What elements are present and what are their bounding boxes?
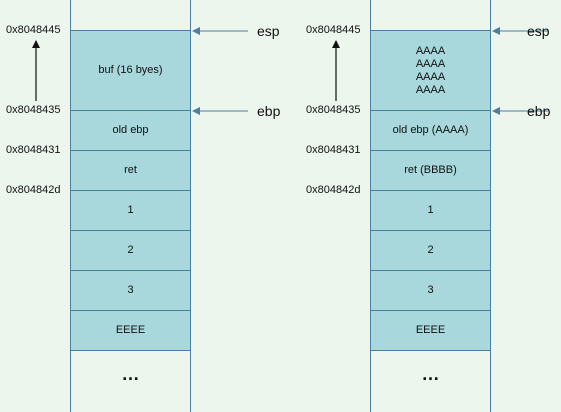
right-cell-ret: ret (BBBB) bbox=[371, 151, 490, 191]
right-cell-old-ebp: old ebp (AAAA) bbox=[371, 111, 490, 151]
right-address-esp: 0x8048445 bbox=[306, 24, 361, 36]
right-buf-line-1: AAAA bbox=[415, 44, 446, 57]
left-cell-ret: ret bbox=[71, 151, 190, 191]
left-address-ret: 0x8048431 bbox=[6, 144, 61, 156]
left-cell-arg-3: 3 bbox=[71, 271, 190, 311]
right-cell-buf: AAAA AAAA AAAA AAAA bbox=[371, 30, 490, 111]
right-address-ret: 0x8048431 bbox=[306, 144, 361, 156]
right-esp-label: esp bbox=[527, 23, 550, 39]
left-ebp-label: ebp bbox=[257, 103, 281, 119]
right-buf-line-3: AAAA bbox=[415, 70, 446, 83]
left-address-esp: 0x8048445 bbox=[6, 24, 61, 36]
right-ellipsis: … bbox=[421, 364, 441, 384]
left-address-ebp: 0x8048435 bbox=[6, 104, 61, 116]
left-cell-buf: buf (16 byes) bbox=[71, 30, 190, 111]
left-cell-old-ebp: old ebp bbox=[71, 111, 190, 151]
left-ellipsis: … bbox=[121, 364, 141, 384]
right-cell-arg-1: 1 bbox=[371, 191, 490, 231]
right-cell-arg-2: 2 bbox=[371, 231, 490, 271]
right-cell-arg-3: 3 bbox=[371, 271, 490, 311]
right-buf-line-2: AAAA bbox=[415, 57, 446, 70]
left-address-arg: 0x804842d bbox=[6, 184, 61, 196]
left-cell-arg-2: 2 bbox=[71, 231, 190, 271]
right-address-arg: 0x804842d bbox=[306, 184, 361, 196]
left-esp-label: esp bbox=[257, 23, 280, 39]
right-address-ebp: 0x8048435 bbox=[306, 104, 361, 116]
right-ebp-label: ebp bbox=[527, 103, 551, 119]
right-buf-line-4: AAAA bbox=[415, 83, 446, 96]
right-cell-eeee: EEEE bbox=[371, 311, 490, 351]
left-cell-arg-1: 1 bbox=[71, 191, 190, 231]
left-cell-eeee: EEEE bbox=[71, 311, 190, 351]
